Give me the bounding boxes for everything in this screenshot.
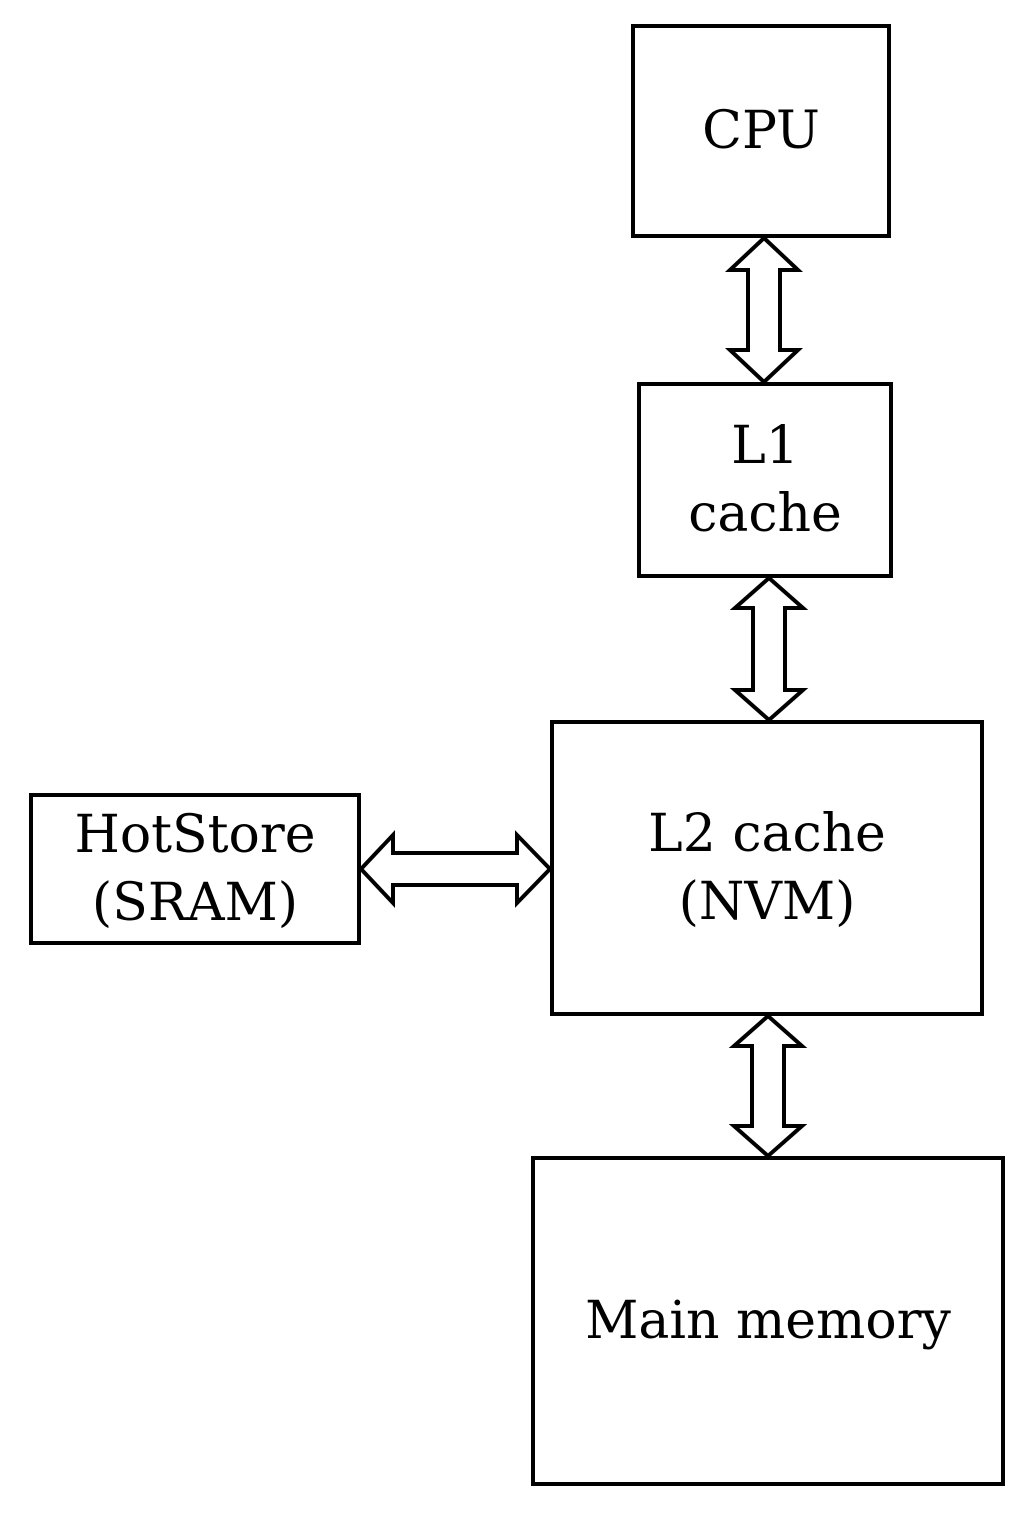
hotstore-l2-double-arrow — [358, 829, 553, 909]
l1-cache-block: L1 cache — [637, 382, 893, 578]
hotstore-block: HotStore (SRAM) — [29, 793, 361, 945]
main-memory-label: Main memory — [585, 1291, 951, 1351]
l2-cache-label-line2: (NVM) — [678, 872, 856, 932]
hotstore-label-line1: HotStore — [74, 805, 316, 865]
l1-l2-double-arrow — [729, 575, 809, 723]
l2-cache-block: L2 cache (NVM) — [550, 720, 984, 1016]
hotstore-label-line2: (SRAM) — [91, 873, 299, 933]
l1-cache-label-line1: L1 — [731, 416, 799, 476]
main-memory-block: Main memory — [531, 1156, 1005, 1486]
l2-mainmemory-double-arrow — [728, 1013, 808, 1159]
cpu-label: CPU — [702, 101, 820, 161]
l1-cache-label-line2: cache — [688, 484, 842, 544]
cpu-block: CPU — [631, 24, 891, 238]
l2-cache-label-line1: L2 cache — [648, 804, 886, 864]
cpu-l1-double-arrow — [724, 235, 804, 385]
